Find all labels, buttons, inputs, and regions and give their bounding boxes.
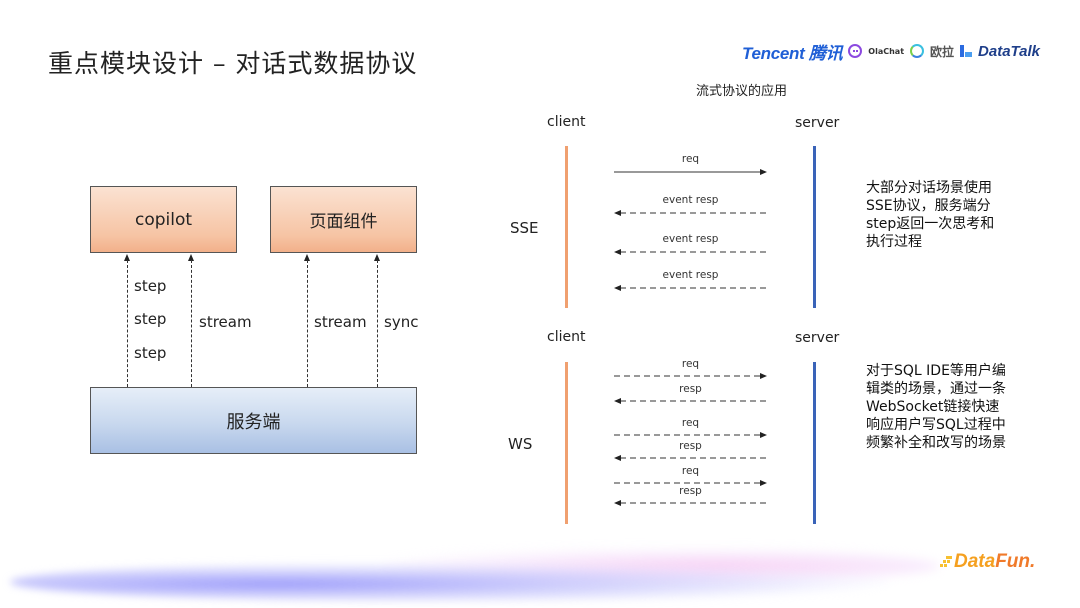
ws-description: 对于SQL IDE等用户编辑类的场景，通过一条WebSocket链接快速响应用户…	[866, 363, 1006, 451]
step-label-3: step	[134, 344, 167, 362]
datafun-dots-icon	[940, 555, 952, 568]
response-arrow	[614, 500, 767, 506]
message-label: event resp	[662, 194, 719, 206]
ws-client-lifeline	[565, 362, 568, 524]
arrow-head-icon	[760, 480, 767, 486]
message-label: req	[681, 417, 700, 429]
ws-server-label: server	[795, 330, 840, 346]
decorative-wave-blue	[10, 562, 890, 602]
message-label: req	[681, 153, 700, 165]
arrow-head-icon	[614, 249, 621, 255]
sse-server-lifeline	[813, 146, 816, 308]
step-label-2: step	[134, 310, 167, 328]
arrow-head-icon	[614, 210, 621, 216]
stream-label-copilot: stream	[199, 313, 252, 331]
copilot-label: copilot	[134, 209, 193, 230]
connector-stream-page	[306, 260, 308, 387]
tencent-logo: Tencent 腾讯	[742, 43, 843, 63]
arrow-head-icon	[614, 398, 621, 404]
arrow-head-stream-page	[303, 254, 310, 261]
arrow-head-step	[123, 254, 130, 261]
olachat-icon	[848, 44, 863, 58]
flow-title: 流式协议的应用	[696, 84, 788, 99]
sse-description: 大部分对话场景使用SSE协议，服务端分step返回一次思考和执行过程	[866, 180, 995, 250]
response-arrow	[614, 398, 767, 404]
ws-server-lifeline	[813, 362, 816, 524]
server-label: 服务端	[226, 411, 281, 433]
arrow-head-icon	[760, 432, 767, 438]
request-arrow	[614, 373, 767, 379]
connector-stream-copilot	[190, 260, 192, 387]
connector-sync	[376, 260, 378, 387]
olachat-logo: OlaChat	[868, 46, 905, 56]
message-label: event resp	[662, 233, 719, 245]
page-title: 重点模块设计 – 对话式数据协议	[48, 49, 418, 78]
datatalk-icon	[960, 45, 973, 57]
message-label: resp	[679, 383, 702, 395]
message-label: req	[681, 358, 700, 370]
request-arrow	[614, 169, 767, 175]
response-arrow	[614, 455, 767, 461]
stream-label-page: stream	[314, 313, 367, 331]
arrow-head-icon	[760, 169, 767, 175]
page-component-box: 页面组件	[270, 186, 417, 253]
datafun-fun-text: Fun.	[995, 551, 1036, 572]
message-label: req	[681, 465, 700, 477]
response-arrow	[614, 210, 767, 216]
sse-client-lifeline	[565, 146, 568, 308]
ws-protocol-label: WS	[508, 435, 533, 453]
datafun-logo: DataFun.	[940, 551, 1035, 573]
response-arrow	[614, 249, 767, 255]
arrow-head-icon	[760, 373, 767, 379]
page-component-label: 页面组件	[309, 212, 378, 232]
sse-protocol-label: SSE	[510, 219, 539, 237]
sync-label: sync	[384, 313, 419, 331]
arrow-head-icon	[614, 455, 621, 461]
request-arrow	[614, 480, 767, 486]
message-label: resp	[679, 485, 702, 497]
server-box: 服务端	[90, 387, 417, 454]
partner-logos: Tencent 腾讯 OlaChat 欧拉 DataTalk	[742, 40, 1041, 63]
datafun-data-text: Data	[954, 551, 996, 572]
connector-step	[126, 260, 128, 387]
arrow-head-sync	[373, 254, 380, 261]
copilot-box: copilot	[90, 186, 237, 253]
message-label: resp	[679, 440, 702, 452]
arrow-head-icon	[614, 500, 621, 506]
step-label-1: step	[134, 277, 167, 295]
datatalk-logo: DataTalk	[978, 42, 1041, 60]
ola-logo: 欧拉	[930, 44, 955, 59]
arrow-head-stream-copilot	[187, 254, 194, 261]
ola-ring-icon	[910, 44, 925, 58]
request-arrow	[614, 432, 767, 438]
sse-client-label: client	[547, 114, 586, 130]
sse-server-label: server	[795, 115, 840, 131]
response-arrow	[614, 285, 767, 291]
message-label: event resp	[662, 269, 719, 281]
ws-client-label: client	[547, 329, 586, 345]
arrow-head-icon	[614, 285, 621, 291]
